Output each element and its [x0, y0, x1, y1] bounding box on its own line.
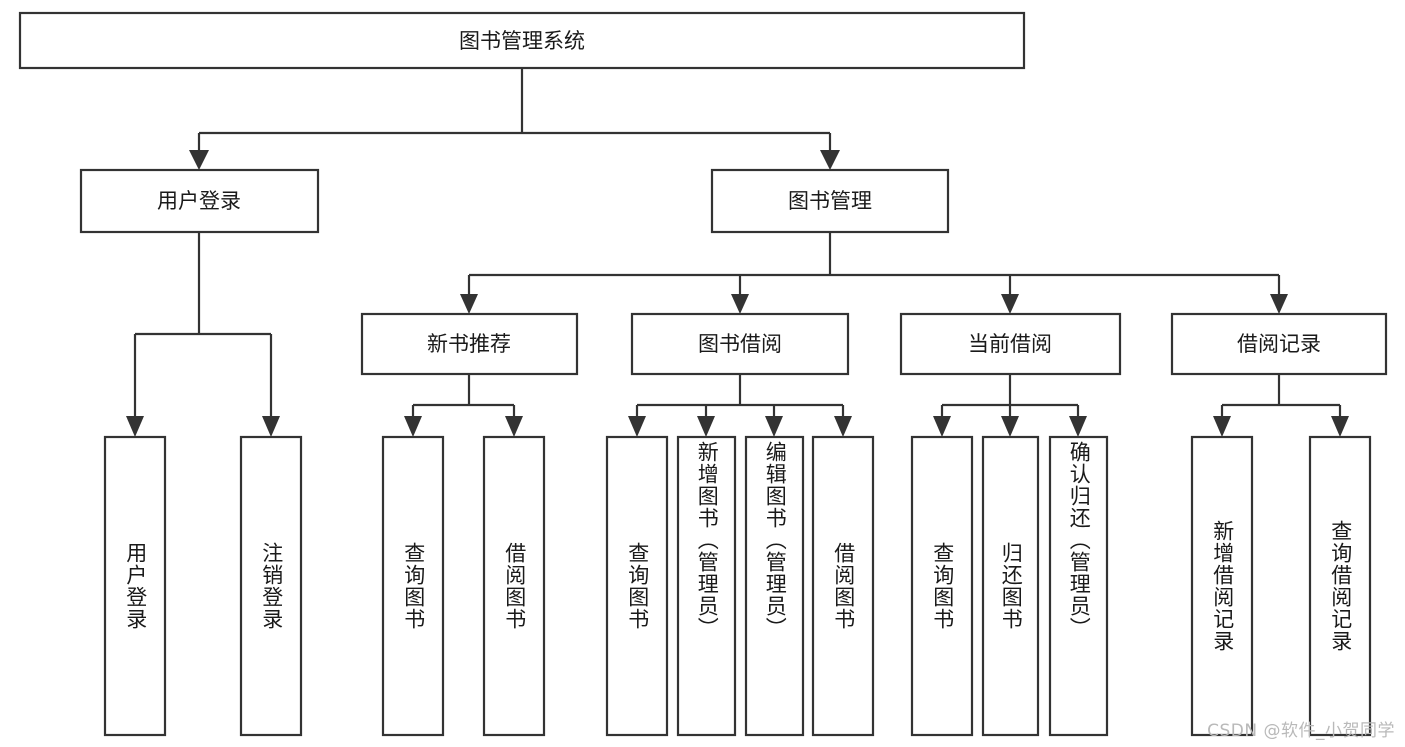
node-box-user-login[interactable] [79, 168, 320, 234]
arrowhead-to-leaf-confirm-return [1069, 416, 1087, 437]
arrowhead-to-book-borrow [731, 294, 749, 314]
node-box-leaf-borrow-book-2[interactable] [811, 435, 875, 737]
arrowhead-to-leaf-edit-book [765, 416, 783, 437]
node-box-root[interactable] [18, 11, 1026, 70]
node-box-leaf-edit-book[interactable] [744, 435, 805, 737]
arrowhead-to-leaf-borrow-book-1 [505, 416, 523, 437]
arrowhead-to-leaf-query-record [1331, 416, 1349, 437]
arrowhead-to-leaf-return-book [1001, 416, 1019, 437]
arrowheads [126, 150, 1349, 437]
node-box-leaf-borrow-book-1[interactable] [482, 435, 546, 737]
arrowhead-to-current-borrow [1001, 294, 1019, 314]
node-box-leaf-logout-login[interactable] [239, 435, 303, 737]
node-box-leaf-add-record[interactable] [1190, 435, 1254, 737]
node-box-leaf-query-book-3[interactable] [910, 435, 974, 737]
arrowhead-to-book-manage [820, 150, 840, 170]
node-box-leaf-return-book[interactable] [981, 435, 1040, 737]
node-label-borrow-record: 借阅记录 [1237, 332, 1321, 356]
node-box-book-borrow[interactable] [630, 312, 850, 376]
node-label-new-book-rec: 新书推荐 [427, 332, 511, 356]
arrowhead-to-new-book-rec [460, 294, 478, 314]
arrowhead-to-leaf-add-record [1213, 416, 1231, 437]
arrowhead-to-leaf-query-book-3 [933, 416, 951, 437]
csdn-watermark: CSDN @软件_小贺同学 [1207, 721, 1395, 741]
node-box-new-book-rec[interactable] [360, 312, 579, 376]
node-label-current-borrow: 当前借阅 [968, 332, 1052, 356]
node-box-leaf-query-record[interactable] [1308, 435, 1372, 737]
node-boxes: 图书管理系统 用户登录 图书管理 新书推荐 图书借阅 当前借阅 借阅记录 [18, 11, 1388, 737]
node-box-leaf-query-book-2[interactable] [605, 435, 669, 737]
arrowhead-to-leaf-logout-login [262, 416, 280, 437]
arrowhead-to-leaf-add-book [697, 416, 715, 437]
node-box-leaf-confirm-return[interactable] [1048, 435, 1109, 737]
arrowhead-to-leaf-user-login [126, 416, 144, 437]
node-box-borrow-record[interactable] [1170, 312, 1388, 376]
arrowhead-to-leaf-query-book-1 [404, 416, 422, 437]
node-label-book-manage: 图书管理 [788, 189, 872, 213]
arrowhead-to-borrow-record [1270, 294, 1288, 314]
arrowhead-to-leaf-query-book-2 [628, 416, 646, 437]
node-box-leaf-query-book-1[interactable] [381, 435, 445, 737]
node-label-book-borrow: 图书借阅 [698, 332, 782, 356]
node-box-book-manage[interactable] [710, 168, 950, 234]
node-box-leaf-add-book[interactable] [676, 435, 737, 737]
arrowhead-to-leaf-borrow-book-2 [834, 416, 852, 437]
node-label-root: 图书管理系统 [459, 29, 585, 53]
node-box-current-borrow[interactable] [899, 312, 1122, 376]
arrowhead-to-user-login [189, 150, 209, 170]
node-label-user-login: 用户登录 [157, 189, 241, 213]
node-box-leaf-user-login[interactable] [103, 435, 167, 737]
